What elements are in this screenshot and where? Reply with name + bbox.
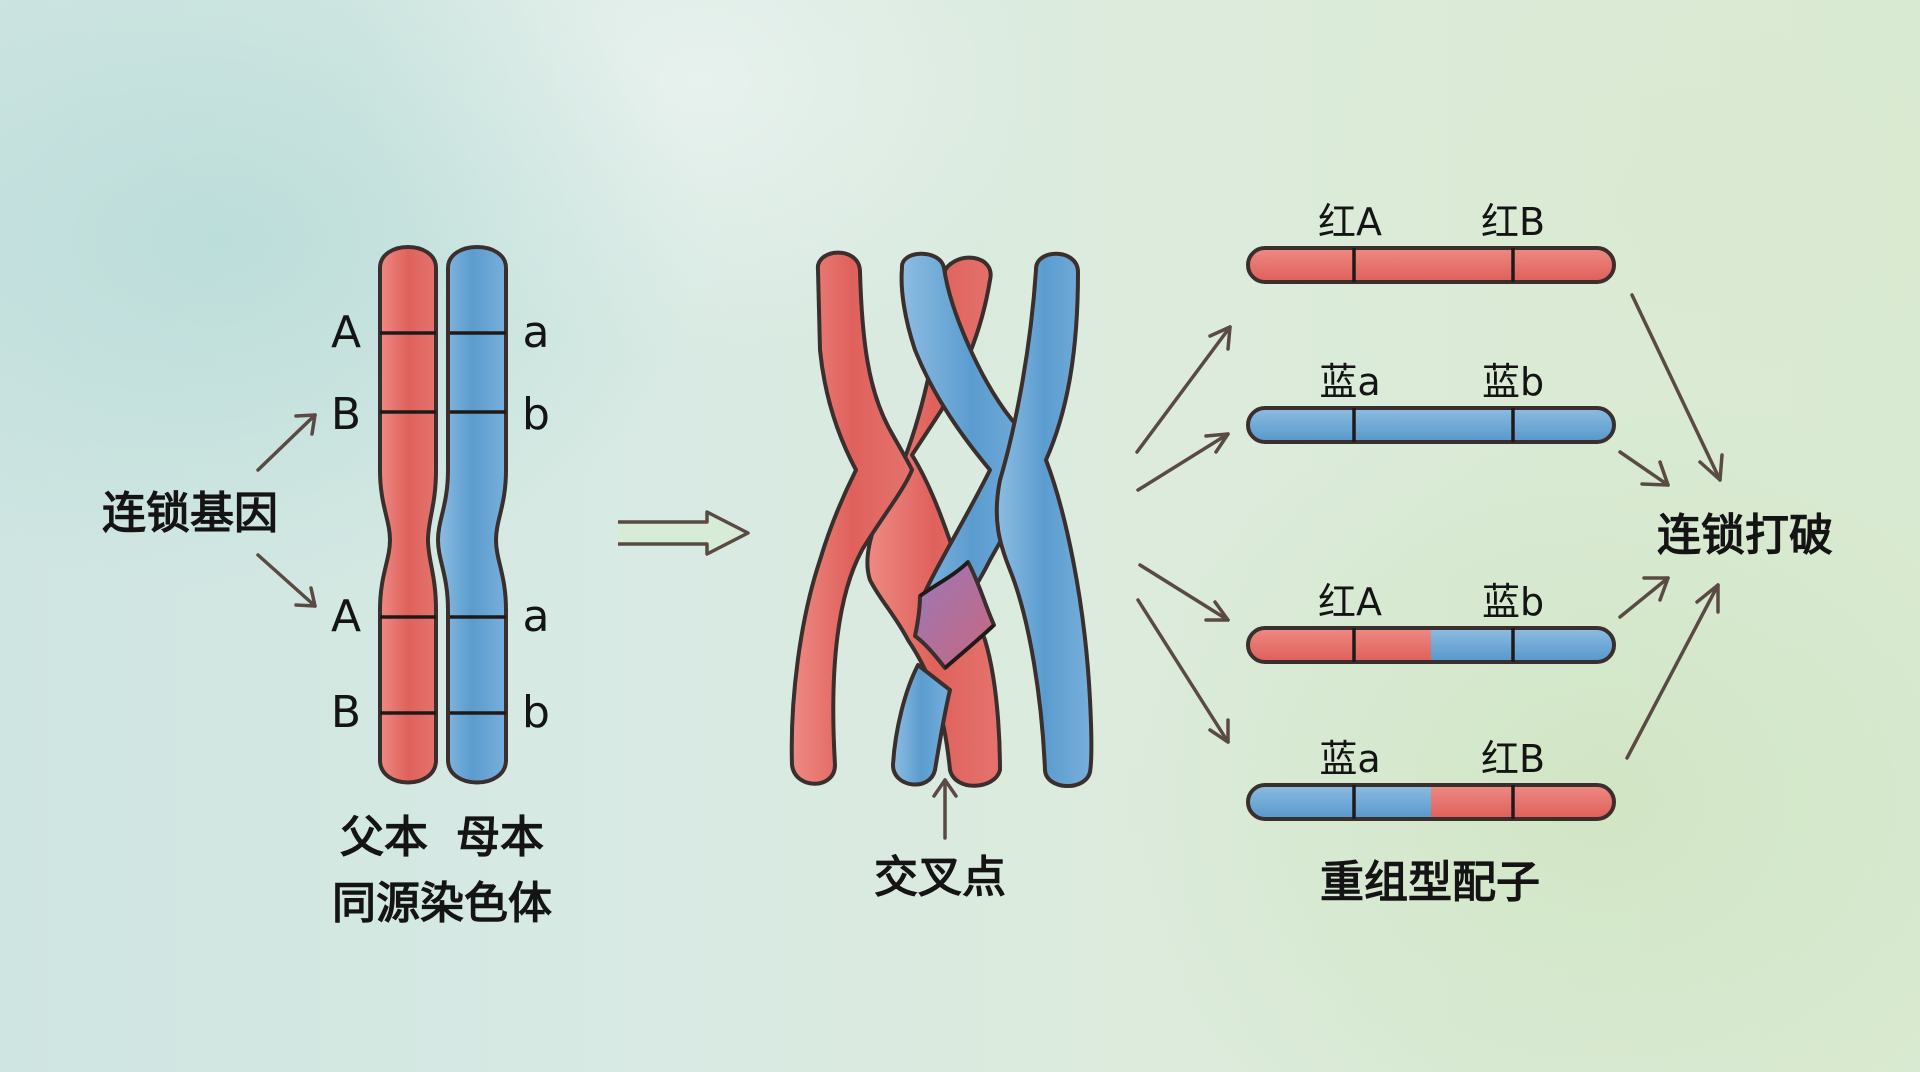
recombinant-gametes-caption: 重组型配子: [1320, 857, 1540, 908]
gene-label-right: 蓝b: [1482, 580, 1544, 624]
gamete-segment-left: [1248, 785, 1431, 819]
gamete-list: 红A 红B 蓝a 蓝b 红A 蓝b 蓝a 红B: [1246, 200, 1616, 821]
red-chromatid-outer: [789, 250, 914, 786]
gamete-outline: [1246, 783, 1616, 821]
gamete-3: 红A 蓝b: [1246, 580, 1616, 664]
gamete-segment-right: [1431, 248, 1614, 282]
gene-label-left: 红A: [1318, 580, 1382, 624]
linked-genes-label: 连锁基因: [102, 488, 278, 539]
converge-arrow-4: [1625, 583, 1720, 760]
linkage-broken-label: 连锁打破: [1657, 510, 1833, 561]
branch-arrow-1: [1135, 325, 1232, 454]
gamete-4: 蓝a 红B: [1246, 737, 1616, 821]
gene-label-left: 红A: [1318, 200, 1382, 244]
gene-label-left: 蓝a: [1319, 737, 1380, 781]
gamete-outline: [1246, 246, 1616, 284]
gene-label-right: 蓝b: [1482, 360, 1544, 404]
gamete-segment-left: [1248, 408, 1431, 442]
gamete-segment-right: [1431, 408, 1614, 442]
crossover-chromosomes: [789, 250, 1094, 788]
converge-arrow-1: [1630, 293, 1724, 482]
gamete-segment-right: [1431, 785, 1614, 819]
gene-label-right: 红B: [1481, 737, 1545, 781]
gamete-segment-right: [1431, 628, 1614, 662]
gene-label-left: 蓝a: [1319, 360, 1380, 404]
crossover-label: 交叉点: [874, 852, 1006, 903]
homologous-chromosome-caption: 同源染色体: [332, 878, 552, 929]
maternal-chromosome: [436, 245, 508, 785]
maternal-gene-label: b: [522, 687, 550, 738]
gamete-outline: [1246, 626, 1616, 664]
gene-label-right: 红B: [1481, 200, 1545, 244]
paternal-label: 父本: [340, 812, 428, 863]
converge-arrow-3: [1618, 576, 1670, 619]
paternal-chromosome: [378, 245, 438, 785]
process-arrow-icon: [618, 510, 750, 556]
gamete-2: 蓝a 蓝b: [1246, 360, 1616, 444]
maternal-gene-label: b: [522, 389, 550, 440]
branch-arrow-4: [1136, 598, 1230, 744]
maternal-label: 母本: [456, 812, 544, 863]
converge-arrow-2: [1618, 450, 1670, 487]
gamete-segment-left: [1248, 628, 1431, 662]
gamete-segment-left: [1248, 248, 1431, 282]
gamete-outline: [1246, 406, 1616, 444]
linked-genes-arrow-down: [256, 553, 317, 608]
linked-genes-arrow-up: [256, 413, 317, 472]
paternal-gene-label: A: [331, 307, 361, 358]
paternal-gene-label: B: [331, 687, 361, 738]
branch-arrow-3: [1138, 563, 1230, 622]
maternal-gene-label: a: [523, 307, 550, 358]
maternal-gene-label: a: [523, 591, 550, 642]
paternal-gene-label: B: [331, 389, 361, 440]
paternal-gene-label: A: [331, 591, 361, 642]
crossover-pointer-arrow: [932, 778, 958, 840]
blue-crossover-leg: [891, 663, 952, 787]
gamete-1: 红A 红B: [1246, 200, 1616, 284]
crossover-band: [943, 623, 996, 670]
blue-chromatid-outer: [994, 251, 1094, 788]
homologous-chromosome-pair: [378, 245, 508, 785]
crossover-band: [918, 560, 970, 598]
branch-arrow-2: [1136, 432, 1230, 492]
